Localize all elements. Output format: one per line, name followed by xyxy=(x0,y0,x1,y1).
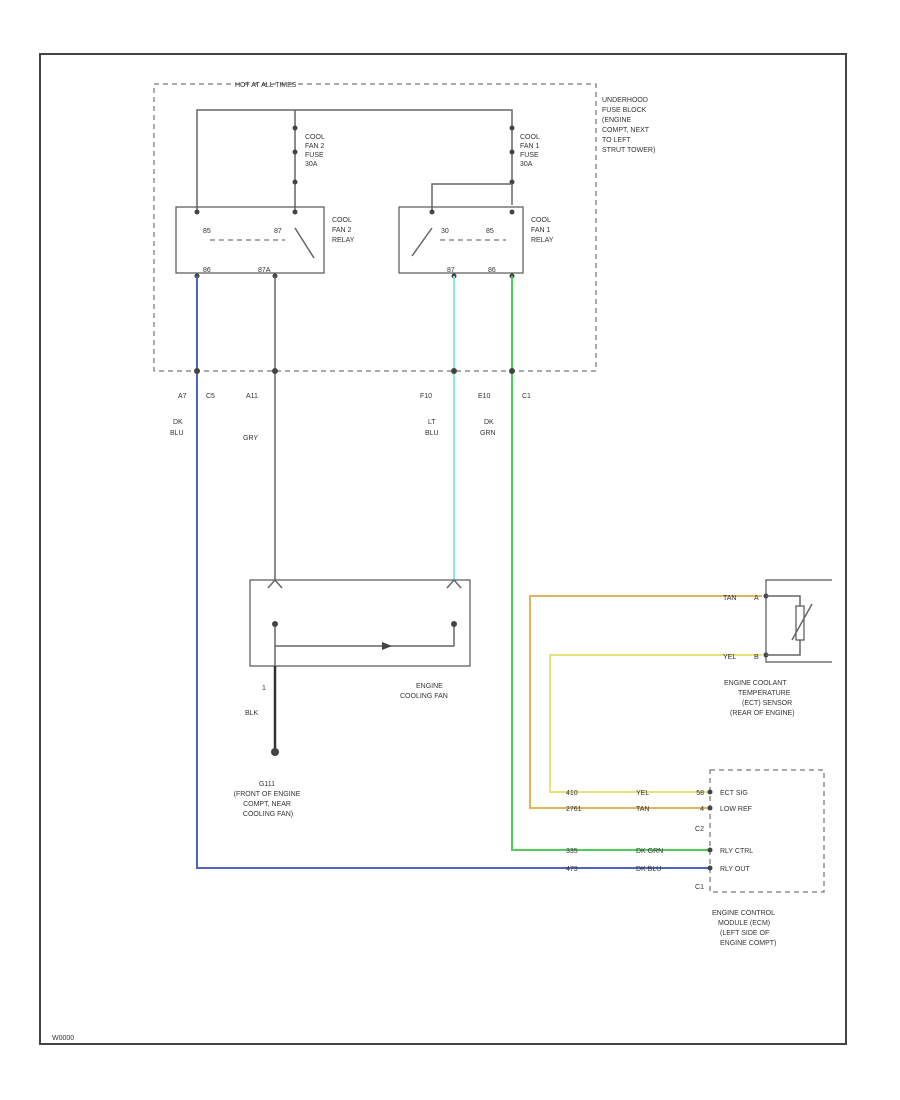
relay-1-switch xyxy=(411,227,433,257)
cool-fan-2-relay xyxy=(175,206,325,274)
relay-2-pin-top-left: 85 xyxy=(203,228,211,235)
conn-e10-terminal xyxy=(509,368,515,374)
ecm-row-signal: ECT SIG xyxy=(720,790,748,797)
conn-f10-terminal xyxy=(451,368,457,374)
fan-motor-circuit xyxy=(274,627,455,647)
ect-pin-b: B xyxy=(754,654,759,661)
fuse-block-outline xyxy=(153,83,597,372)
conn-c5-label: C5 xyxy=(206,393,215,400)
conn-a7-label: A7 xyxy=(178,393,187,400)
ecm-row-pin: 4 xyxy=(700,806,704,813)
fuse-1-label: COOL FAN 1 FUSE 30A xyxy=(520,134,542,168)
ground-label: G111 (FRONT OF ENGINE COMPT, NEAR COOLIN… xyxy=(234,781,303,818)
ecm-row-circuit: 2761 xyxy=(566,806,582,813)
ecm-row-pin: 58 xyxy=(696,790,704,797)
fuse-2-terminal-top xyxy=(292,125,298,131)
fuse-block-label: UNDERHOOD FUSE BLOCK (ENGINE COMPT, NEXT… xyxy=(602,97,655,154)
ecm-pin-terminal xyxy=(707,805,713,811)
ecm-row-color: DK GRN xyxy=(636,848,663,855)
ecm-connector-rows: 410 YEL 58 ECT SIG 2761 TAN 4 LOW REF C2 335 DK GR… xyxy=(566,789,753,891)
ecm-row-signal: RLY OUT xyxy=(720,866,750,873)
relay-1-pin-top-left: 30 xyxy=(441,228,449,235)
ecm-pin-terminal xyxy=(707,847,713,853)
ecm-pin-terminal xyxy=(707,865,713,871)
fuse-2-label: COOL FAN 2 FUSE 30A xyxy=(305,134,327,168)
ecm-outline xyxy=(709,769,825,893)
tan-wire xyxy=(529,595,762,809)
relay-2-term-87 xyxy=(292,209,298,215)
ect-pin-a: A xyxy=(754,595,759,602)
diagram-frame xyxy=(39,53,847,1045)
ect-thermistor-arrow xyxy=(791,603,813,641)
dk-grn-wire xyxy=(511,276,708,851)
fan-connector-left xyxy=(267,578,283,589)
ecm-row-color: DK BLU xyxy=(636,866,661,873)
relay-2-term-85 xyxy=(194,209,200,215)
lt-blu-wire-label: LT BLU xyxy=(425,419,439,437)
ecm-row-circuit: 473 xyxy=(566,866,578,873)
cool-fan-1-relay xyxy=(398,206,524,274)
conn-a7-terminal xyxy=(194,368,200,374)
ect-thermistor xyxy=(795,605,805,641)
battery-bus-wire xyxy=(196,109,513,210)
conn-a11-label: A11 xyxy=(246,393,258,400)
fan-label: ENGINE COOLING FAN xyxy=(400,683,448,700)
diagram-code: W0000 xyxy=(52,1035,74,1042)
ect-thermistor-lead-bottom xyxy=(766,640,801,656)
fan-motor-diode xyxy=(382,642,392,650)
ecm-row-circuit: 335 xyxy=(566,848,578,855)
gry-wire-label: GRY xyxy=(243,435,258,442)
relay-1-pin-bot-left: 87 xyxy=(447,267,455,274)
fuse-block-bus-label: HOT AT ALL TIMES xyxy=(235,82,297,89)
relay-2-pin-top-right: 87 xyxy=(274,228,282,235)
relay-1-pin-bot-right: 86 xyxy=(488,267,496,274)
relay-1-term-30 xyxy=(429,209,435,215)
relay-2-label: COOL FAN 2 RELAY xyxy=(332,217,355,244)
ecm-row-signal: LOW REF xyxy=(720,806,752,813)
blk-pin-label: 1 xyxy=(262,685,266,692)
ecm-row-color: YEL xyxy=(636,790,649,797)
dk-blu-wire-label: DK BLU xyxy=(170,419,185,437)
relay-2-switch xyxy=(294,227,315,259)
tan-wire-label: TAN xyxy=(723,595,736,602)
ecm-row-pin: C1 xyxy=(695,884,704,891)
yel-wire xyxy=(549,654,762,793)
dk-blu-wire xyxy=(196,276,708,869)
fan-terminal-right xyxy=(451,621,457,627)
ect-sensor-box xyxy=(765,579,832,663)
ecm-row-circuit: 410 xyxy=(566,790,578,797)
fuse-2-terminal-mid xyxy=(292,149,298,155)
ground-point-g111 xyxy=(271,748,279,756)
ecm-pin-terminal xyxy=(707,789,713,795)
ecm-row-color: TAN xyxy=(636,806,649,813)
ecm-label: ENGINE CONTROL MODULE (ECM) (LEFT SIDE O… xyxy=(712,910,777,947)
yel-wire-label: YEL xyxy=(723,654,736,661)
ect-label: ENGINE COOLANT TEMPERATURE (ECT) SENSOR … xyxy=(724,680,795,717)
fuse-1-terminal-mid xyxy=(509,149,515,155)
relay-2-pin-bot-left: 86 xyxy=(203,267,211,274)
blk-wire-label: BLK xyxy=(245,710,259,717)
fuse-1-to-relay-1-wire xyxy=(431,183,512,210)
dk-grn-wire-label: DK GRN xyxy=(480,419,496,437)
conn-f10-label: F10 xyxy=(420,393,432,400)
fuse-2-terminal-bottom xyxy=(292,179,298,185)
ecm-row-signal: RLY CTRL xyxy=(720,848,753,855)
engine-cooling-fan-box xyxy=(249,579,471,667)
conn-e10-label: E10 xyxy=(478,393,491,400)
conn-a11-terminal xyxy=(272,368,278,374)
fan-terminal-left xyxy=(272,621,278,627)
relay-1-label: COOL FAN 1 RELAY xyxy=(531,217,554,244)
fan-connector-right xyxy=(446,578,462,589)
conn-c1-label: C1 xyxy=(522,393,531,400)
ecm-row-pin: C2 xyxy=(695,826,704,833)
relay-1-pin-top-right: 85 xyxy=(486,228,494,235)
ect-thermistor-lead-top xyxy=(766,595,801,606)
relay-2-pin-bot-right: 87A xyxy=(258,267,271,274)
fuse-1-terminal-top xyxy=(509,125,515,131)
relay-1-term-85 xyxy=(509,209,515,215)
